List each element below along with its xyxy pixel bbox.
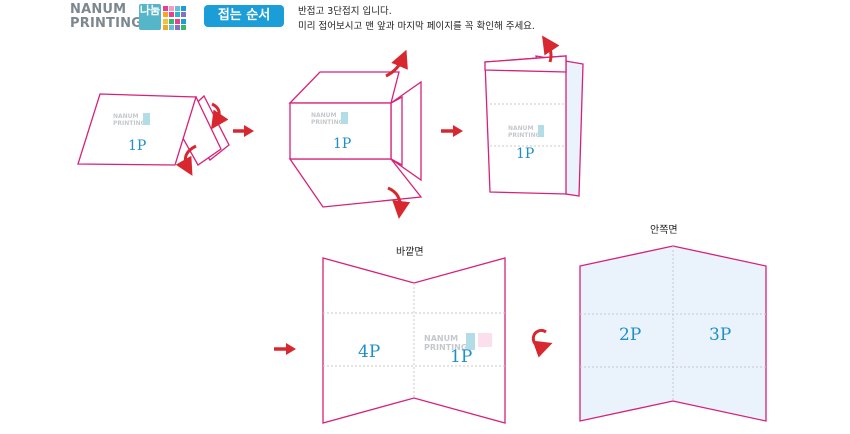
arrow-into-outer bbox=[274, 343, 296, 355]
logo-dot bbox=[181, 6, 186, 11]
step1-mini-logo: NANUM PRINTING bbox=[113, 113, 150, 127]
step1-unfold-arrow-up bbox=[211, 102, 229, 130]
inner-left-page-number: 2P bbox=[619, 325, 641, 345]
logo-dot bbox=[181, 24, 186, 30]
outer-logo-text: NANUM bbox=[424, 334, 458, 343]
step2-arrow-top bbox=[385, 49, 408, 78]
flip-rotate-arrow bbox=[531, 328, 553, 358]
logo-word-nanum: NANUM bbox=[70, 2, 127, 17]
arrow-step2-to-step3 bbox=[441, 125, 463, 137]
step1-folded-brochure bbox=[77, 93, 230, 166]
header: NANUM PRINTING 나눔 접는 순서 반접고 3단접지 입니다. 미리… bbox=[0, 0, 850, 40]
logo-dot bbox=[163, 12, 168, 18]
logo-dot bbox=[169, 18, 174, 24]
inner-side-label: 안쪽면 bbox=[650, 224, 678, 236]
step1-unfold-arrow-down bbox=[175, 144, 197, 176]
inner-right-page-number: 3P bbox=[709, 325, 731, 345]
nanum-printing-logo: NANUM PRINTING 나눔 bbox=[70, 3, 190, 35]
outer-logo-text-2: PRINTING bbox=[424, 343, 467, 352]
logo-dot bbox=[169, 6, 174, 11]
step1-front-panel bbox=[77, 93, 197, 166]
logo-dot-grid bbox=[163, 6, 187, 30]
logo-dot bbox=[181, 12, 186, 18]
step3-arrow-open bbox=[542, 35, 560, 63]
step3-top-edge bbox=[484, 55, 567, 73]
instruction-line-2: 미리 접어보시고 맨 앞과 마지막 페이지를 꼭 확인해 주세요. bbox=[298, 21, 535, 32]
step2-logo-text: NANUM bbox=[311, 112, 337, 119]
step3-logo-mark bbox=[538, 125, 544, 137]
step1-logo-text: NANUM bbox=[113, 113, 139, 120]
outer-right-page-number: 1P bbox=[450, 347, 472, 367]
step2-front-panel bbox=[289, 102, 392, 160]
step1-page-number: 1P bbox=[128, 138, 146, 154]
outer-mini-logo: NANUM PRINTING bbox=[424, 333, 492, 352]
step3-mini-logo: NANUM PRINTING bbox=[508, 125, 544, 139]
logo-word-printing: PRINTING bbox=[70, 16, 143, 31]
arrow-step1-to-step2 bbox=[233, 125, 254, 137]
step2-logo-mark bbox=[341, 112, 348, 124]
step3-logo-text-2: PRINTING bbox=[508, 132, 541, 139]
step2-logo-text-2: PRINTING bbox=[311, 119, 344, 126]
logo-dot bbox=[175, 12, 180, 18]
logo-dot bbox=[175, 24, 180, 30]
logo-dot bbox=[163, 6, 168, 11]
step2-arrow-bottom bbox=[387, 186, 411, 219]
step2-side-flap-inner bbox=[390, 95, 403, 167]
step1-logo-text-2: PRINTING bbox=[113, 120, 146, 127]
outer-side-label: 바깥면 bbox=[396, 246, 424, 258]
step2-top-flap bbox=[288, 71, 400, 104]
logo-dot bbox=[163, 24, 168, 30]
step3-page-number: 1P bbox=[516, 146, 534, 162]
logo-dot bbox=[181, 18, 186, 24]
outer-left-page-number: 4P bbox=[358, 342, 380, 362]
outer-logo-mark bbox=[466, 333, 475, 350]
logo-hangul: 나눔 bbox=[139, 4, 161, 30]
logo-dot bbox=[175, 18, 180, 24]
step1-logo-mark bbox=[143, 113, 150, 125]
step2-brochure bbox=[288, 71, 423, 208]
step3-logo-text: NANUM bbox=[508, 125, 534, 132]
logo-dot bbox=[163, 18, 168, 24]
step2-page-number: 1P bbox=[333, 136, 351, 152]
instruction-line-1: 반접고 3단접지 입니다. bbox=[298, 6, 392, 17]
outer-logo-dots bbox=[478, 333, 492, 347]
logo-dot bbox=[169, 12, 174, 18]
step3-brochure bbox=[484, 55, 584, 197]
logo-dot bbox=[175, 6, 180, 11]
folding-order-badge: 접는 순서 bbox=[204, 5, 284, 27]
logo-dot bbox=[169, 24, 174, 30]
step2-mini-logo: NANUM PRINTING bbox=[311, 112, 348, 126]
